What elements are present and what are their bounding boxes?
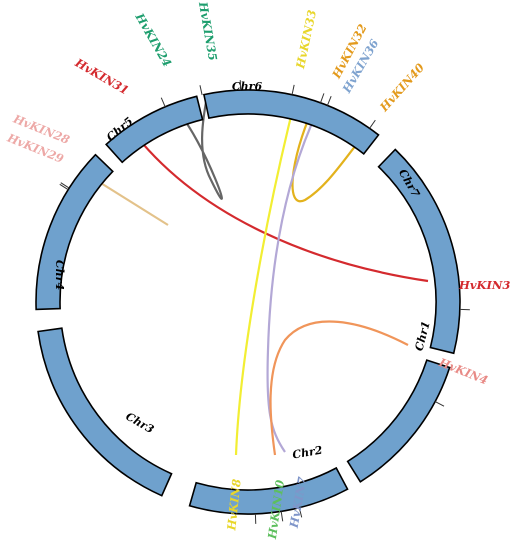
chr2-label: Chr2 [291, 443, 323, 461]
gene-tick-hvkin36 [326, 95, 332, 106]
chromosome-segments [35, 89, 461, 515]
link-hvkin36-hvkin7 [266, 109, 319, 453]
gene-tick-hvkin24 [199, 85, 203, 96]
gene-tick-hvkin33 [291, 84, 295, 95]
gene-label-hvkin8: HvKIN8 [224, 478, 243, 532]
gene-label-hvkin31: HvKIN31 [72, 55, 131, 97]
link-hvkin4-hvkin10 [269, 320, 409, 456]
gene-label-hvkin24: HvKIN24 [132, 10, 174, 69]
gene-tick-hvkin28 [59, 183, 69, 191]
gene-tick-hvkin29 [60, 182, 70, 189]
chr3-label: Chr3 [123, 410, 156, 437]
gene-tick-hvkin10 [280, 511, 284, 522]
gene-ticks [59, 80, 470, 524]
link-hvkin31-hvkin3 [129, 127, 429, 283]
gene-tick-hvkin40 [369, 119, 376, 129]
gene-label-hvkin40: HvKIN40 [376, 61, 427, 115]
gene-tick-hvkin7 [298, 507, 303, 518]
link-hvkin32-hvkin40 [291, 107, 371, 203]
chromosome-segment-chr3 [37, 327, 173, 497]
link-hvkin24-hvkin35 [174, 95, 223, 200]
link-hvkin28-hvkin29 [95, 179, 169, 226]
chromosome-segment-chr5 [105, 95, 204, 164]
chromosome-segment-chr7 [377, 148, 461, 355]
gene-label-hvkin35: HvKIN35 [196, 0, 220, 62]
gene-tick-hvkin31 [160, 97, 166, 108]
chromosome-segment-chr2 [188, 466, 349, 515]
gene-label-hvkin33: HvKIN33 [293, 9, 319, 71]
synteny-links [95, 95, 429, 456]
gene-label-hvkin3: HvKIN3 [458, 278, 510, 292]
chr4-label: Chr4 [53, 260, 66, 290]
chromosome-segment-chr4 [35, 153, 114, 311]
chromosome-segment-chr6 [202, 89, 380, 155]
gene-tick-hvkin32 [320, 93, 325, 103]
chr6-label: Chr6 [232, 80, 263, 93]
link-hvkin33-hvkin8 [234, 99, 297, 456]
gene-tick-hvkin4 [434, 401, 445, 407]
chromosome-segment-chr1 [346, 359, 451, 483]
